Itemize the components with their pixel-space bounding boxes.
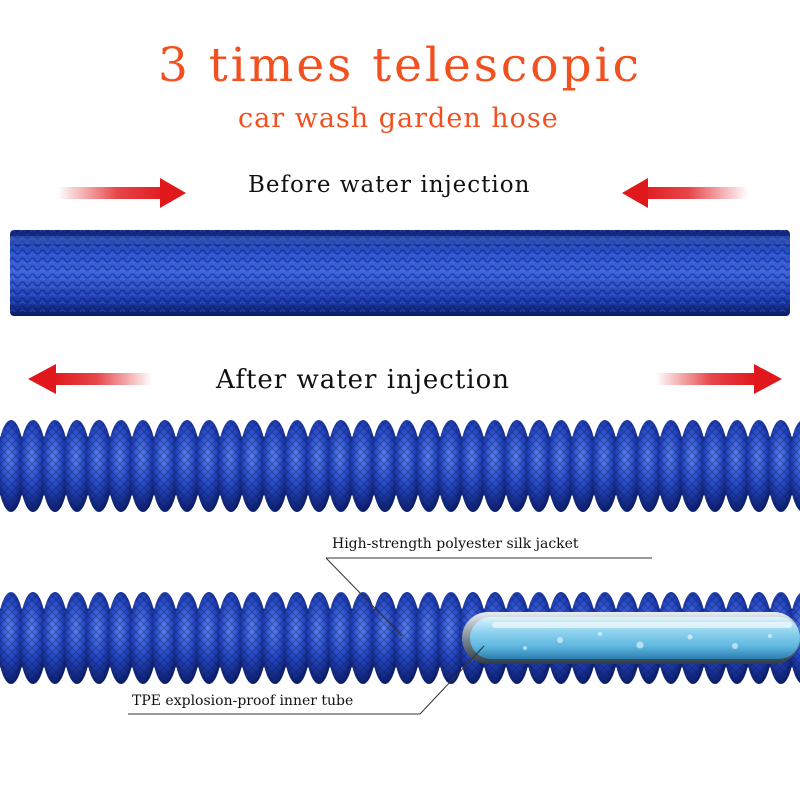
expand-arrow-right-icon <box>656 364 782 394</box>
compress-arrow-right-icon <box>622 178 748 208</box>
expand-arrow-left-icon <box>28 364 152 394</box>
hose-after-injection <box>0 420 800 512</box>
page-subtitle: car wash garden hose <box>238 103 559 134</box>
jacket-callout-line <box>325 557 652 637</box>
jacket-callout-label: High-strength polyester silk jacket <box>332 536 579 552</box>
inner-tube-callout-line <box>128 645 485 715</box>
compress-arrow-left-icon <box>58 178 186 208</box>
page-title: 3 times telescopic <box>158 38 642 93</box>
inner-tube <box>462 612 800 664</box>
after-injection-label: After water injection <box>216 365 510 395</box>
hose-before-injection <box>10 230 790 316</box>
inner-tube-callout-label: TPE explosion-proof inner tube <box>132 693 354 709</box>
before-injection-label: Before water injection <box>248 172 531 198</box>
